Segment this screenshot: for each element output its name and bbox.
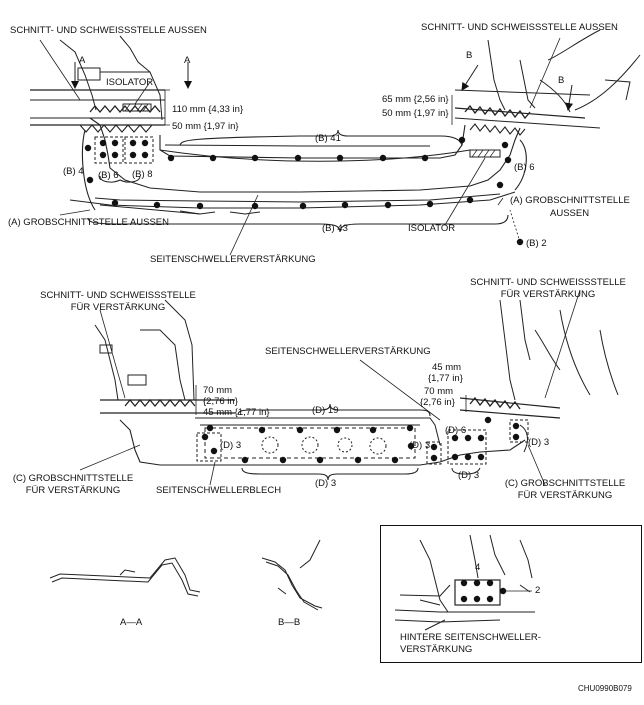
section-a-right-marker: A: [184, 55, 191, 66]
c-rough-left-line1: (C) GROBSCHNITTSTELLE: [12, 473, 134, 484]
section-b-left-marker: B: [466, 50, 473, 61]
d3-mid-label: (D) 3: [409, 440, 431, 451]
rear-reinforcement-line1: HINTERE SEITENSCHWELLER-: [400, 632, 541, 643]
section-a-a-drawing: [49, 557, 201, 597]
sill-panel-label: SEITENSCHWELLERBLECH: [156, 485, 282, 496]
b8-label: (B) 8: [132, 169, 153, 180]
d3-bottom-left-label: (D) 3: [315, 478, 337, 489]
dim-65-label: 65 mm {2,56 in}: [382, 94, 449, 105]
section-b-b-drawing: [261, 539, 323, 611]
rear-reinforcement-line2: VERSTÄRKUNG: [400, 644, 473, 655]
isolator-top-label: ISOLATOR: [106, 77, 154, 88]
dim-50-left-label: 50 mm {1,97 in}: [172, 121, 239, 132]
d3-right-label: (D) 3: [528, 437, 550, 448]
isolator-bottom-label: ISOLATOR: [408, 223, 456, 234]
a-rough-right-label-line1: (A) GROBSCHNITTSTELLE: [510, 195, 630, 206]
weld-spots-inset: [460, 579, 507, 603]
inset-number-2: 2: [535, 585, 541, 596]
figure-code: CHU0990B079: [578, 684, 632, 693]
dim-70-right-line2: {2,76 in}: [420, 397, 455, 408]
b6-right-label: (B) 6: [514, 162, 535, 173]
dim-45-left-label: 45 mm {1,77 in}: [203, 407, 270, 418]
cut-weld-reinf-right-line2: FÜR VERSTÄRKUNG: [500, 289, 596, 300]
weld-spots-top: [84, 136, 524, 246]
b4-label: (B) 4: [63, 166, 84, 177]
dim-70-left-line2: {2,76 in}: [203, 396, 238, 407]
d3-left-label: (D) 3: [220, 440, 242, 451]
a-rough-left-label: (A) GROBSCHNITTSTELLE AUSSEN: [8, 217, 170, 228]
dim-45-right-line1: 45 mm: [432, 362, 462, 373]
middle-reinforcement-view: [79, 289, 619, 486]
b43-label: (B) 43: [322, 223, 348, 234]
section-bb-label: B—B: [278, 617, 301, 628]
inset-frame: [380, 525, 642, 663]
b6-left-label: (B) 6: [98, 170, 119, 181]
dim-70-right-line1: 70 mm: [424, 386, 454, 397]
rear-reinforcement-inset: [394, 534, 535, 631]
a-rough-right-label-line2: AUSSEN: [550, 208, 590, 219]
section-aa-label: A—A: [120, 617, 143, 628]
b41-label: (B) 41: [315, 133, 341, 144]
cut-weld-reinf-left-line1: SCHNITT- UND SCHWEISSSTELLE: [40, 290, 196, 301]
c-rough-right-line1: (C) GROBSCHNITTSTELLE: [504, 478, 626, 489]
section-b-right-marker: B: [558, 75, 565, 86]
dim-50-right-label: 50 mm {1,97 in}: [382, 108, 449, 119]
d19-label: (D) 19: [312, 405, 339, 416]
d3-bottom-right-label: (D) 3: [458, 470, 480, 481]
c-rough-right-line2: FÜR VERSTÄRKUNG: [517, 490, 613, 501]
reinforcement-top-label: SEITENSCHWELLERVERSTÄRKUNG: [150, 254, 316, 265]
cut-weld-reinf-right-line1: SCHNITT- UND SCHWEISSSTELLE: [470, 277, 626, 288]
d6-label: (D) 6: [445, 425, 467, 436]
cut-weld-outer-left-label: SCHNITT- UND SCHWEISSSTELLE AUSSEN: [10, 25, 207, 36]
section-a-left-marker: A: [79, 55, 86, 66]
b2-label: (B) 2: [526, 238, 547, 249]
weld-spots-middle: [201, 416, 520, 464]
c-rough-left-line2: FÜR VERSTÄRKUNG: [25, 485, 121, 496]
cut-weld-reinf-left-line2: FÜR VERSTÄRKUNG: [70, 302, 166, 313]
dim-45-right-line2: {1,77 in}: [428, 373, 463, 384]
dim-70-left-line1: 70 mm: [203, 385, 233, 396]
inset-number-4: 4: [475, 562, 481, 573]
dim-110-label: 110 mm {4,33 in}: [172, 104, 244, 115]
cut-weld-outer-right-label: SCHNITT- UND SCHWEISSSTELLE AUSSEN: [421, 22, 618, 33]
reinforcement-middle-label: SEITENSCHWELLERVERSTÄRKUNG: [265, 346, 431, 357]
top-sill-view: [30, 29, 641, 256]
